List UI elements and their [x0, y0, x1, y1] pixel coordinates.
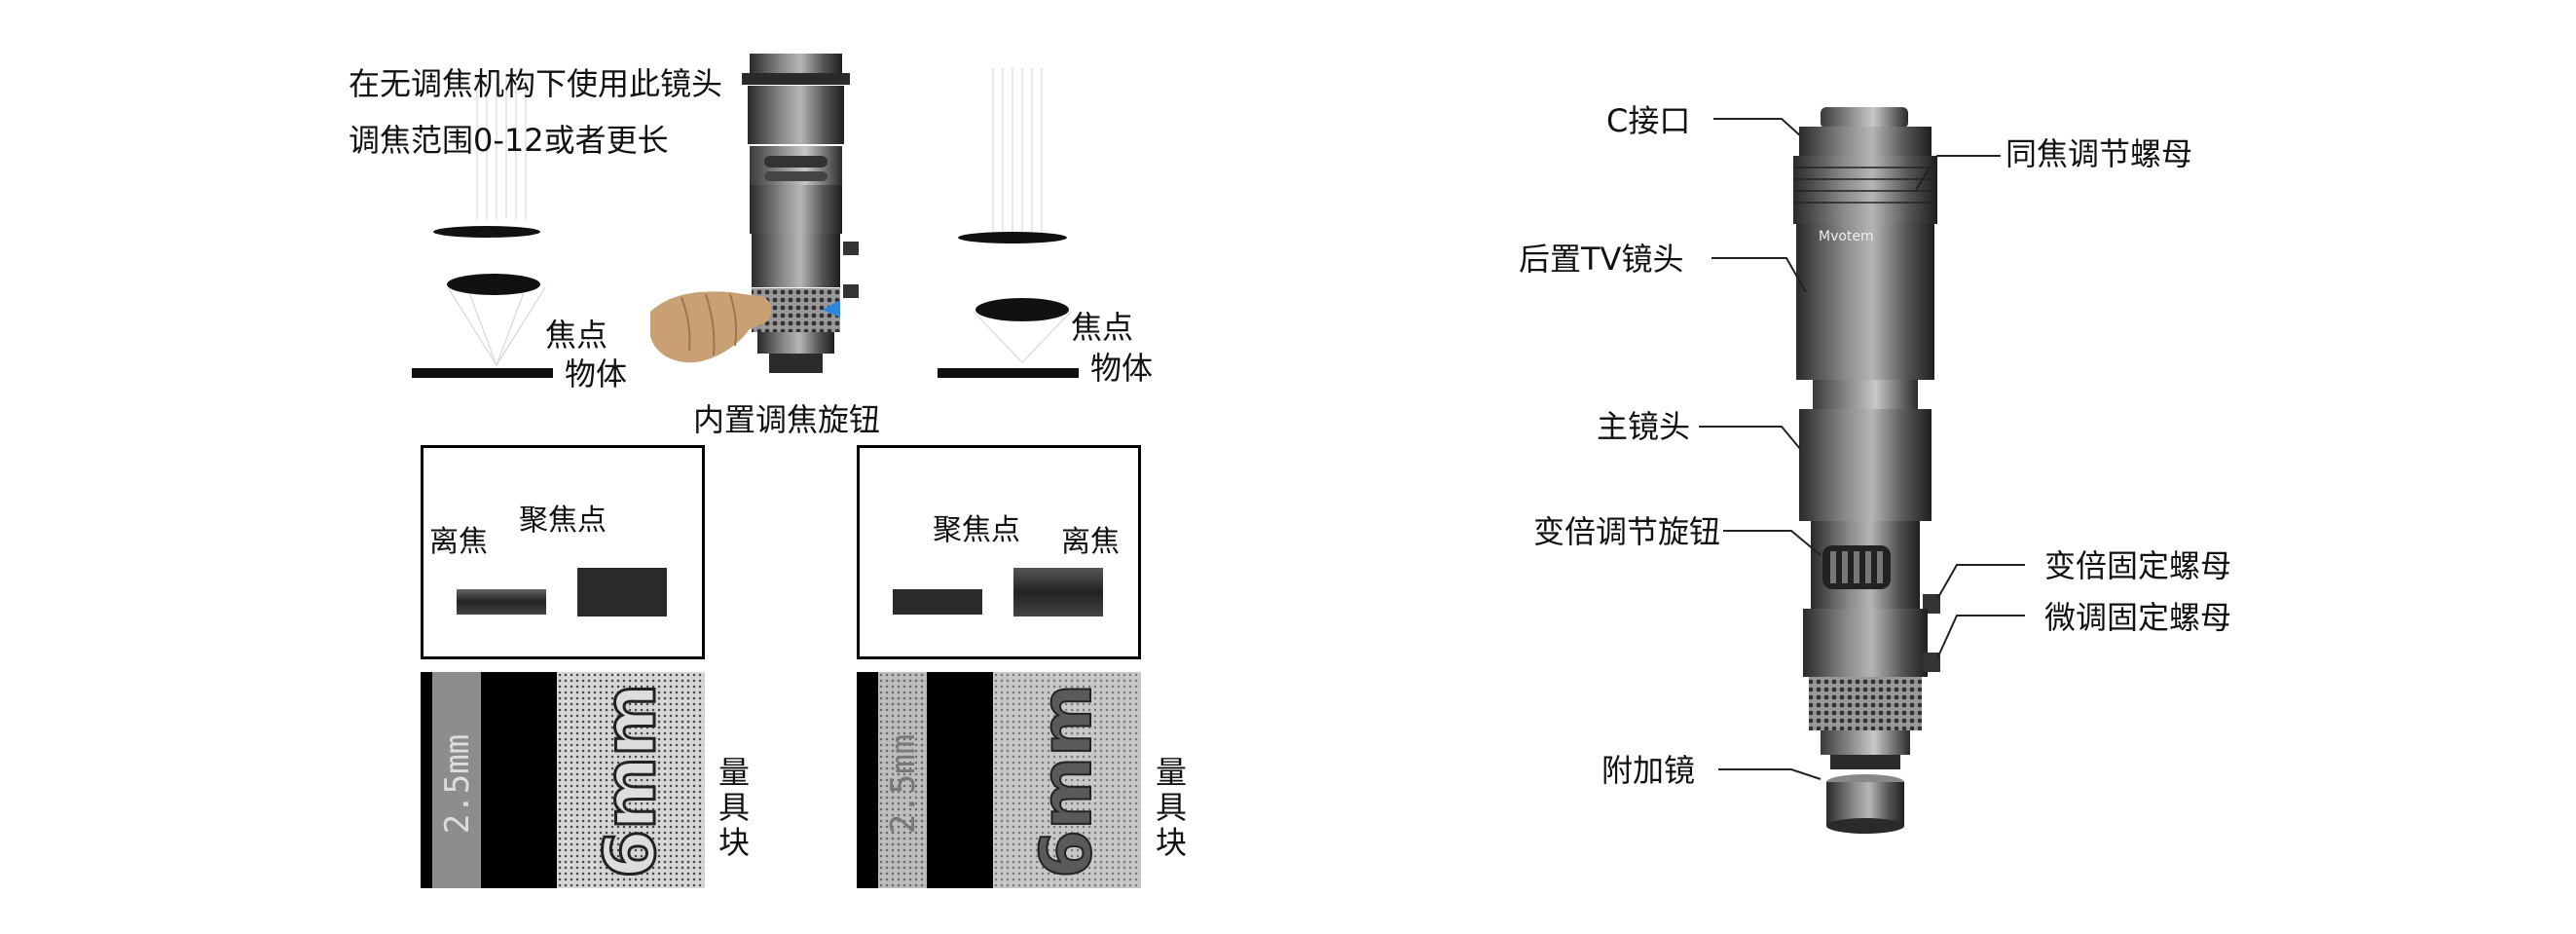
- defocus-block-b: [1013, 568, 1103, 616]
- gauge-big-text-b: 6mm: [1024, 683, 1108, 879]
- rays-right: [973, 68, 1072, 363]
- gauge-small-text-b: 2.5mm: [884, 733, 923, 835]
- gauge-image-a: 2.5mm 6mm: [421, 672, 705, 888]
- gauge-label-a: 量具块: [718, 754, 750, 861]
- lens-disc-left-1: [433, 226, 540, 238]
- focus-panel-b: 聚焦点 离焦: [857, 445, 1141, 659]
- zoom-lens-assembly: [1793, 107, 1940, 834]
- object-label-b: 物体: [1090, 350, 1154, 387]
- focus-point-label-b: 焦点: [1071, 309, 1134, 346]
- rays-left: [447, 78, 546, 366]
- defocus-label-b: 离焦: [1061, 525, 1120, 559]
- focus-point-label-a: 焦点: [545, 317, 608, 354]
- focus-label-a: 聚焦点: [519, 504, 607, 538]
- object-bar-right: [938, 368, 1079, 378]
- label-fine-lock: 微调固定螺母: [2044, 599, 2232, 636]
- lens-disc-right-1: [958, 232, 1067, 243]
- lens-disc-left-2: [447, 274, 540, 295]
- defocus-label-a: 离焦: [429, 525, 488, 559]
- object-bar-left: [412, 368, 553, 378]
- defocus-bar-a: [457, 589, 546, 615]
- focus-panel-a: 离焦 聚焦点: [421, 445, 705, 659]
- label-tv-lens: 后置TV镜头: [1519, 241, 1684, 278]
- gauge-image-b: 2.5mm 6mm: [857, 672, 1141, 888]
- label-aux-lens: 附加镜: [1601, 752, 1696, 789]
- hand-illustration: [650, 291, 772, 363]
- lens-with-focus-knob: [742, 54, 859, 373]
- note-line-2: 调焦范围0-12或者更长: [349, 122, 669, 159]
- gauge-big-text-a: 6mm: [588, 682, 673, 879]
- gauge-small-text-a: 2.5mm: [438, 733, 477, 835]
- leader-lines: [1699, 118, 2025, 780]
- lens-disc-right-2: [975, 298, 1069, 321]
- note-line-1: 在无调焦机构下使用此镜头: [349, 65, 723, 102]
- label-c-mount: C接口: [1606, 102, 1691, 139]
- focus-block-a: [577, 568, 667, 616]
- label-zoom-lock: 变倍固定螺母: [2044, 547, 2232, 584]
- object-label-a: 物体: [565, 355, 628, 392]
- focus-label-b: 聚焦点: [933, 513, 1020, 547]
- brand-mark: Mvotem: [1819, 229, 1874, 244]
- gauge-label-b: 量具块: [1155, 754, 1187, 861]
- label-main-lens: 主镜头: [1597, 408, 1691, 445]
- label-parfocal-nut: 同焦调节螺母: [2006, 135, 2193, 172]
- focus-bar-b: [893, 589, 982, 615]
- label-zoom-knob: 变倍调节旋钮: [1533, 513, 1721, 550]
- knob-caption: 内置调焦旋钮: [693, 401, 881, 438]
